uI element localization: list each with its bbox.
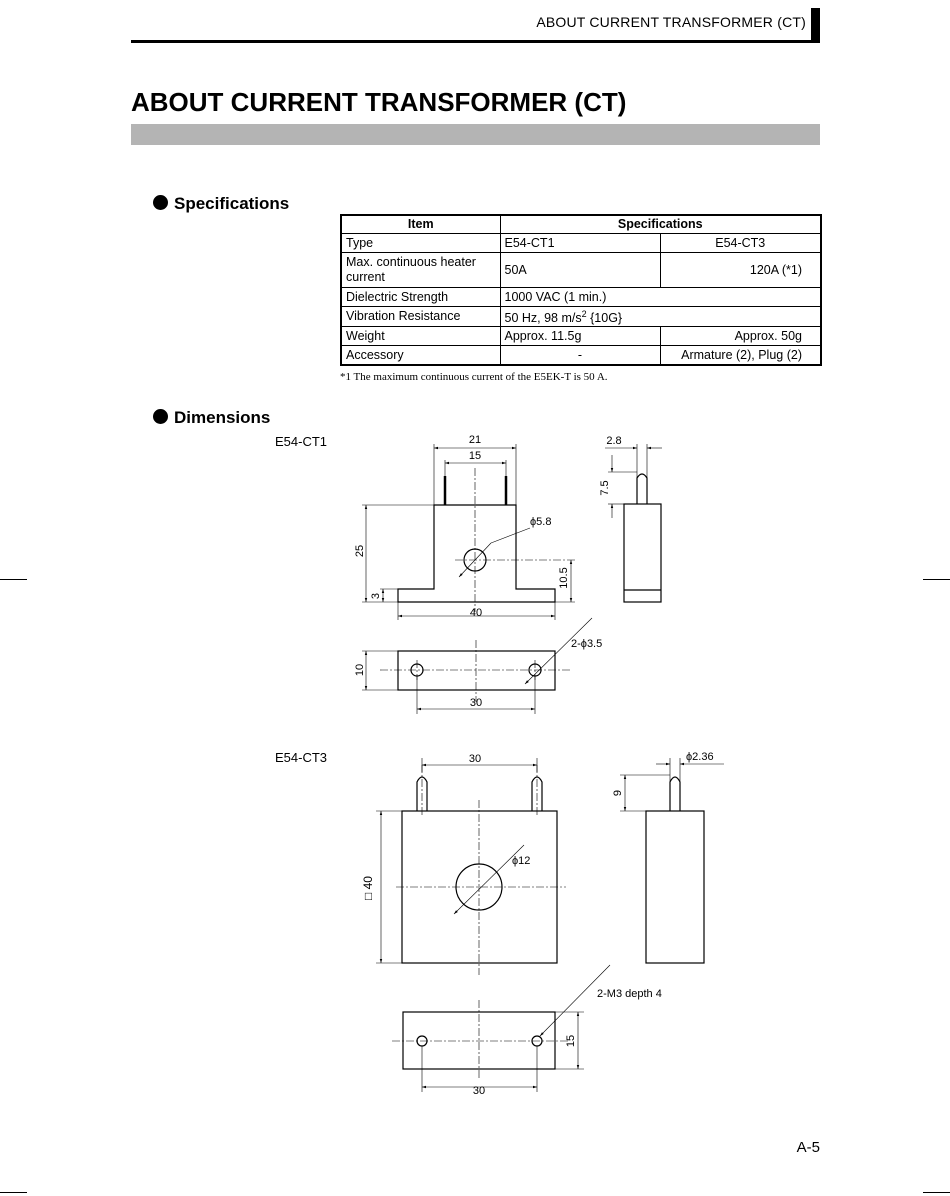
vibration-value-suffix: {10G}: [586, 311, 623, 326]
cell-ct3: Approx. 50g: [659, 326, 822, 347]
ct1-bottom-dim-labels: 10 2-ϕ3.5 30: [354, 638, 602, 709]
ct1-front-dim-labels: 21 15 ϕ5.8 25 3 10.5 40: [354, 434, 570, 619]
ct1-side-view: [605, 444, 662, 603]
crop-mark: [0, 1192, 27, 1193]
table-row: Accessory - Armature (2), Plug (2): [340, 345, 822, 366]
cell-both: 50 Hz, 98 m/s2 {10G}: [499, 305, 822, 328]
dim-label: 15: [469, 450, 481, 462]
dim-label: 21: [469, 434, 481, 446]
dim-label: 40: [470, 607, 482, 619]
dim-label: 10.5: [558, 567, 570, 588]
ct3-bottom-dim-labels: 2-M3 depth 4 15 30: [473, 988, 662, 1097]
cell-item: Max. continuous heater current: [340, 252, 501, 288]
cell-ct1: 50A: [499, 252, 661, 288]
vibration-exponent: 2: [581, 309, 587, 319]
running-header: ABOUT CURRENT TRANSFORMER (CT): [536, 14, 806, 30]
ct3-front-dim-labels: 30 ϕ12 □ 40: [361, 753, 530, 900]
dim-label: 9: [612, 790, 624, 796]
dim-label: 30: [470, 697, 482, 709]
dim-label: 25: [354, 545, 366, 557]
header-tab-marker: [811, 8, 820, 42]
ct3-side-view: [620, 758, 724, 964]
ct3-bottom-view: [392, 964, 611, 1092]
ct3-side-dim-labels: ϕ2.36 9: [612, 751, 714, 796]
dim-label: 7.5: [599, 480, 611, 495]
title-underbar: [131, 124, 820, 145]
cell-item: Accessory: [340, 345, 501, 366]
dim-label: 10: [354, 664, 366, 676]
dimensions-heading: Dimensions: [153, 408, 270, 428]
ct1-label: E54-CT1: [275, 434, 328, 449]
specifications-heading: Specifications: [153, 194, 289, 214]
cell-ct3: Armature (2), Plug (2): [659, 345, 822, 366]
cell-item: Weight: [340, 326, 501, 347]
dim-label: ϕ2.36: [686, 751, 714, 763]
dim-label: ϕ12: [512, 855, 530, 867]
crop-mark: [0, 579, 27, 580]
specifications-heading-text: Specifications: [174, 194, 290, 213]
dimensions-heading-text: Dimensions: [174, 408, 271, 427]
table-row: Max. continuous heater current 50A 120A …: [340, 252, 822, 288]
dim-label: 30: [469, 753, 481, 765]
bullet-icon: [153, 195, 168, 210]
dim-label: □ 40: [361, 876, 375, 900]
page-number: A-5: [796, 1139, 820, 1156]
vibration-value: 50 Hz, 98 m/s: [504, 311, 582, 326]
dim-label: 2-ϕ3.5: [571, 638, 602, 650]
header-rule: [131, 40, 820, 43]
page-title: ABOUT CURRENT TRANSFORMER (CT): [131, 87, 627, 117]
ct1-bottom-view: [362, 617, 593, 714]
dim-label: 2.8: [606, 435, 621, 447]
cell-item: Vibration Resistance: [340, 305, 501, 328]
table-footnote: *1 The maximum continuous current of the…: [340, 371, 608, 383]
ct1-side-dim-labels: 2.8 7.5: [599, 435, 622, 496]
crop-mark: [923, 579, 950, 580]
specifications-table: Item Specifications Type E54-CT1 E54-CT3…: [340, 214, 822, 367]
dim-label: 15: [565, 1035, 577, 1047]
table-row: Vibration Resistance 50 Hz, 98 m/s2 {10G…: [340, 305, 822, 328]
dim-label: ϕ5.8: [530, 516, 551, 528]
dim-label: 30: [473, 1085, 485, 1097]
ct1-front-view: [362, 444, 575, 620]
dim-label: 3: [370, 593, 382, 599]
ct3-label: E54-CT3: [275, 750, 328, 765]
cell-ct1: Approx. 11.5g: [499, 326, 661, 347]
bullet-icon: [153, 409, 168, 424]
crop-mark: [923, 1192, 950, 1193]
ct3-front-view: [376, 758, 566, 975]
dim-label: 2-M3 depth 4: [597, 988, 662, 1000]
table-row: Weight Approx. 11.5g Approx. 50g: [340, 326, 822, 347]
header-specifications: Specifications: [499, 214, 822, 234]
